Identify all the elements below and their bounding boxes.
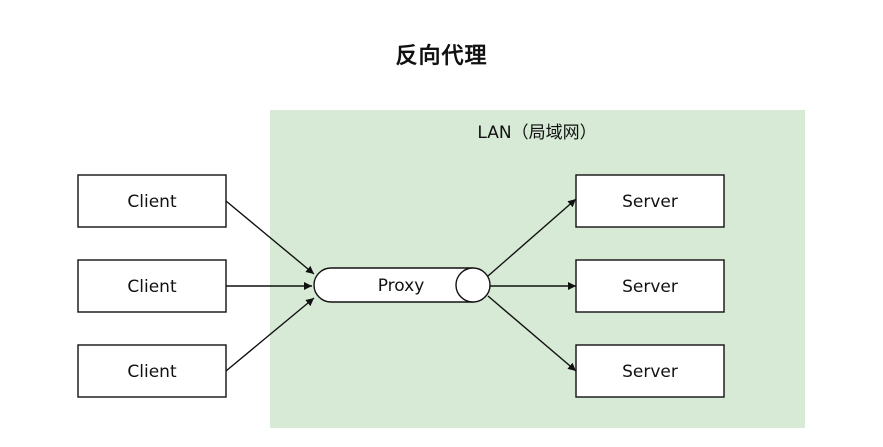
client-label-1: Client: [127, 192, 177, 212]
client-box-2: Client: [77, 259, 227, 313]
lan-label: LAN（局域网）: [477, 123, 596, 143]
arrow-proxy-to-server1: [487, 198, 577, 277]
server-box-3: Server: [575, 344, 725, 398]
client-box-3: Client: [77, 344, 227, 398]
proxy-label: Proxy: [378, 276, 425, 296]
server-label-3: Server: [622, 362, 678, 382]
diagram-title: 反向代理: [395, 44, 488, 69]
client-label-2: Client: [127, 277, 177, 297]
client-label-3: Client: [127, 362, 177, 382]
arrow-proxy-to-server3: [487, 295, 577, 372]
proxy-cylinder-end: [455, 267, 491, 303]
server-label-2: Server: [622, 277, 678, 297]
server-box-2: Server: [575, 259, 725, 313]
arrow-client1-to-proxy: [225, 200, 315, 275]
arrow-client3-to-proxy: [225, 297, 315, 372]
server-label-1: Server: [622, 192, 678, 212]
proxy-node: Proxy: [313, 267, 491, 303]
server-box-1: Server: [575, 174, 725, 228]
client-box-1: Client: [77, 174, 227, 228]
